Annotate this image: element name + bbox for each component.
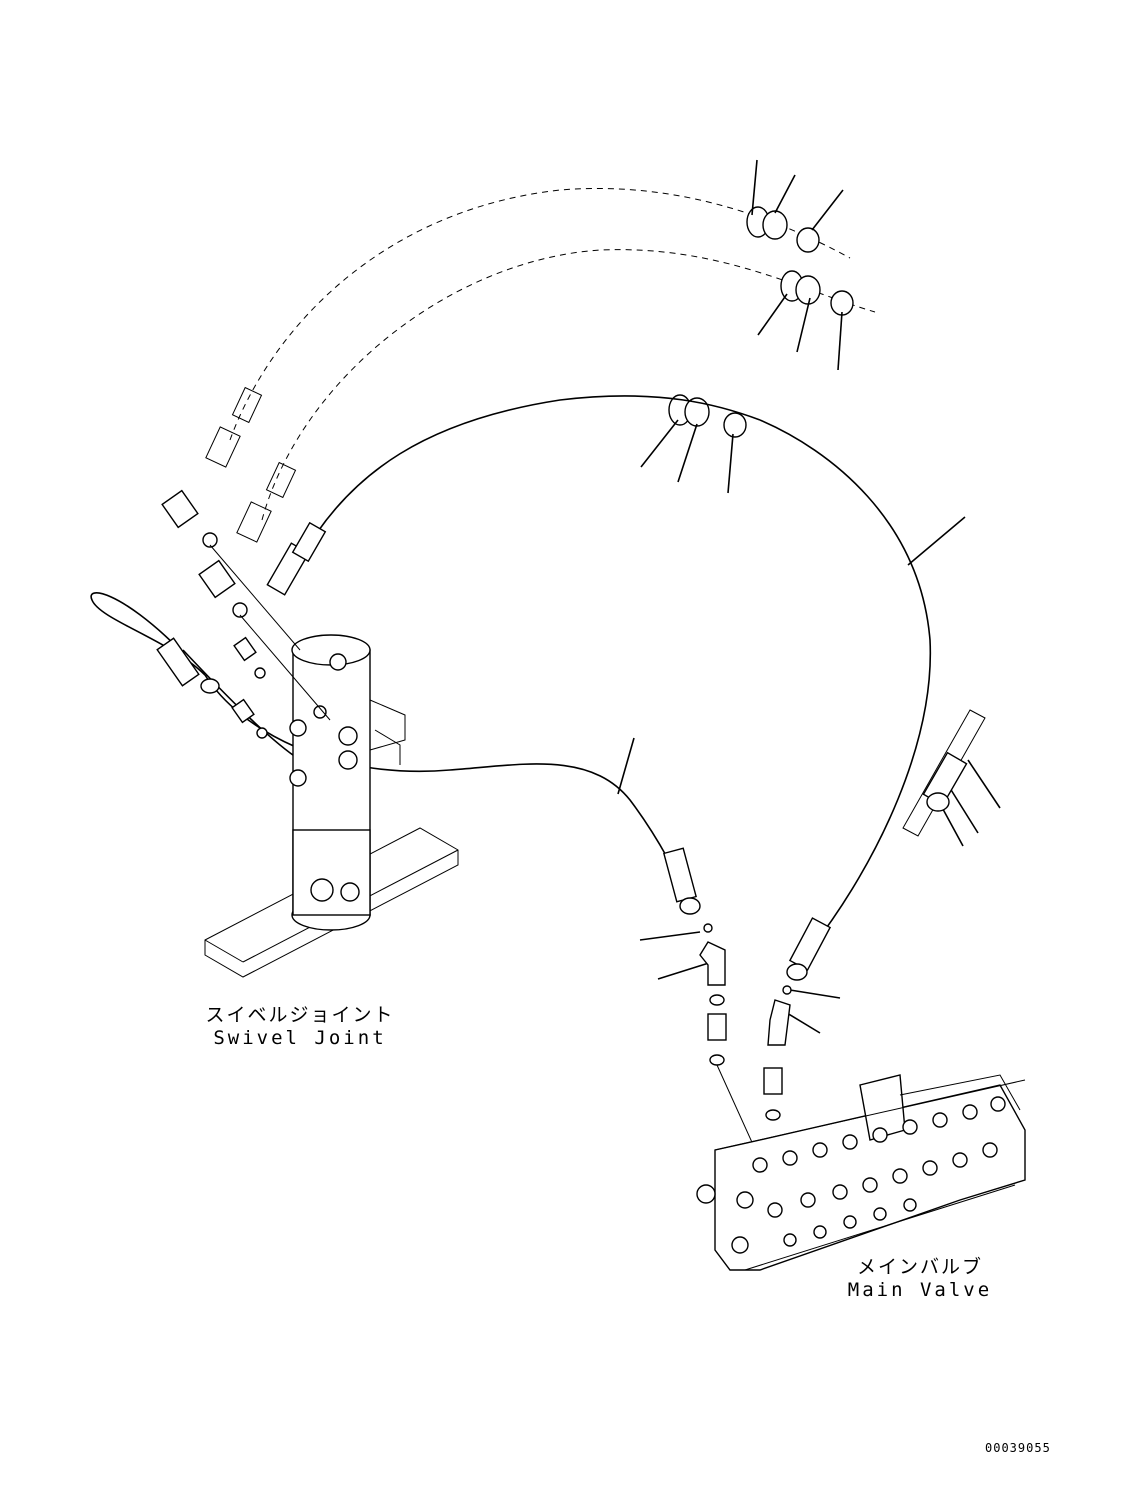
phantom-hoses — [205, 187, 876, 543]
drawing-number: 00039055 — [985, 1441, 1051, 1455]
main-valve-label-en: Main Valve — [847, 1279, 993, 1301]
hoses — [90, 395, 932, 951]
main-valve-label-jp: メインバルブ — [856, 1256, 983, 1278]
swivel-joint-label: スイベルジョイント Swivel Joint — [200, 1000, 400, 1049]
swivel-joint-label-jp: スイベルジョイント — [205, 1004, 395, 1026]
hose-clamps — [668, 206, 854, 438]
main-valve-label: メインバルブ Main Valve — [820, 1252, 1020, 1301]
hose-stub — [902, 709, 986, 837]
main-valve — [696, 1074, 1026, 1271]
swivel-joint-label-en: Swivel Joint — [213, 1027, 387, 1049]
swivel-joint — [161, 489, 459, 978]
adapters — [699, 923, 792, 1161]
hose-fittings — [156, 521, 832, 981]
